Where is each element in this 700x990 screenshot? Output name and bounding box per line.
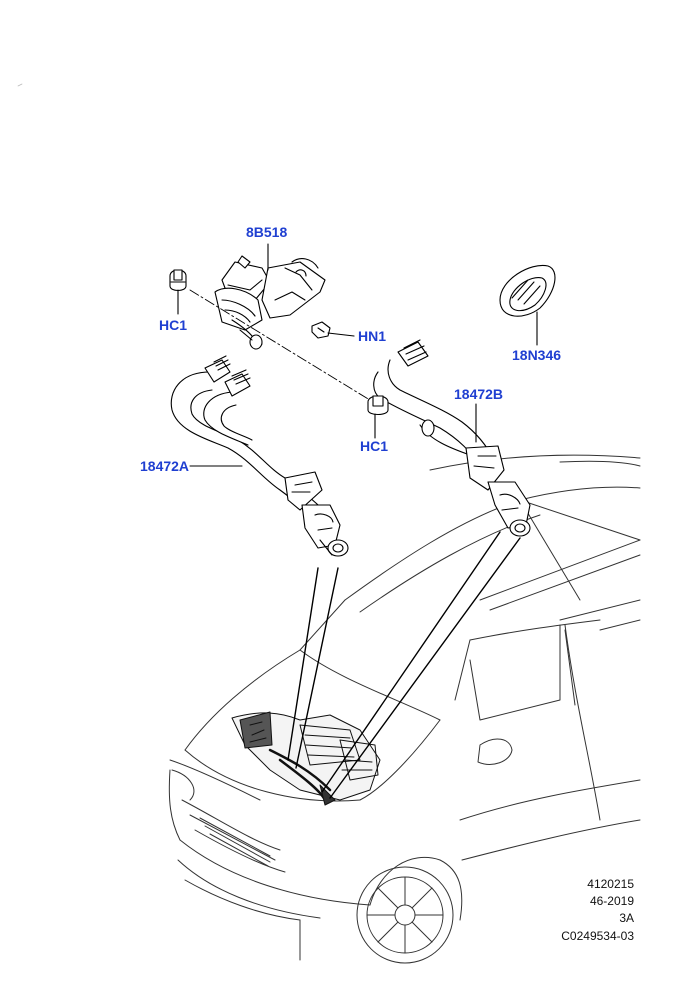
leader-lines-to-vehicle	[287, 531, 521, 799]
callout-hc1-mid: HC1	[360, 438, 389, 454]
callout-18n346: 18N346	[512, 347, 562, 363]
callout-hn1: HN1	[358, 328, 387, 344]
assembly-centerline	[189, 289, 379, 406]
callout-leader-nut	[327, 332, 355, 337]
reference-line-4: C0249534-03	[561, 929, 634, 943]
engine-bay	[231, 711, 381, 806]
callout-8b518: 8B518	[246, 224, 288, 240]
reference-line-3: 3A	[619, 911, 634, 925]
corner-mark	[17, 83, 23, 87]
coolant-hose-18472b	[373, 339, 531, 537]
grommet-18n346	[499, 264, 556, 317]
nut-hn1	[311, 321, 331, 339]
reference-line-2: 46-2019	[589, 894, 634, 908]
hose-clamp-top	[169, 269, 187, 292]
callout-hc1-top: HC1	[159, 317, 188, 333]
reference-line-1: 4120215	[587, 877, 634, 891]
auxiliary-water-pump	[214, 255, 326, 350]
callout-18472b: 18472B	[454, 386, 504, 402]
vehicle-outline	[168, 454, 641, 964]
hose-clamp-mid	[367, 395, 389, 416]
callout-18472a: 18472A	[140, 458, 190, 474]
coolant-hose-18472a	[170, 355, 349, 557]
